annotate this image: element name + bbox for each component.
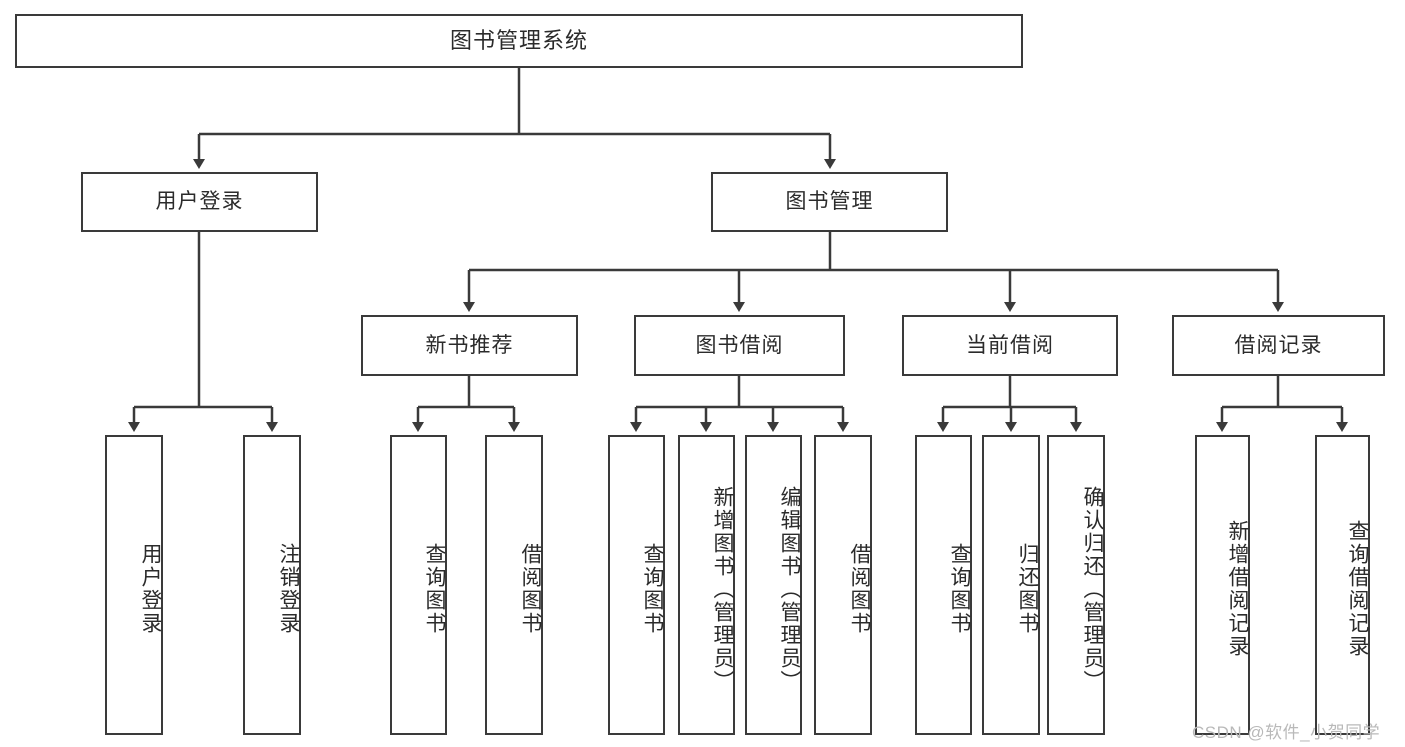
leaf-node[interactable]: 新增图书（管理员） [678,435,735,735]
leaf-node[interactable]: 查询图书 [915,435,972,735]
leaf-node[interactable]: 借阅图书 [814,435,872,735]
leaf-label: 归还图书 [1016,543,1039,635]
leaf-node[interactable]: 查询图书 [390,435,447,735]
leaf-label: 查询图书 [948,543,971,635]
leaf-label: 用户登录 [139,543,162,635]
leaf-label: 查询图书 [641,543,664,635]
leaf-node[interactable]: 查询图书 [608,435,665,735]
node-book-borrow[interactable]: 图书借阅 [634,315,845,376]
node-borrow-record[interactable]: 借阅记录 [1172,315,1385,376]
leaf-label: 借阅图书 [848,543,871,635]
leaf-node[interactable]: 归还图书 [982,435,1040,735]
node-user-login[interactable]: 用户登录 [81,172,318,232]
node-new-book-recommend[interactable]: 新书推荐 [361,315,578,376]
node-current-borrow[interactable]: 当前借阅 [902,315,1118,376]
csdn-watermark: CSDN @软件_小贺同学 [1192,723,1381,742]
leaf-label: 查询借阅记录 [1346,520,1369,658]
node-book-management[interactable]: 图书管理 [711,172,948,232]
leaf-label: 编辑图书（管理员） [778,485,801,693]
leaf-label: 借阅图书 [519,543,542,635]
leaf-node[interactable]: 确认归还（管理员） [1047,435,1105,735]
leaf-label: 确认归还（管理员） [1081,485,1104,693]
leaf-label: 新增图书（管理员） [711,485,734,693]
leaf-node[interactable]: 查询借阅记录 [1315,435,1370,735]
leaf-label: 注销登录 [277,543,300,635]
leaf-label: 新增借阅记录 [1226,520,1249,658]
leaf-node[interactable]: 注销登录 [243,435,301,735]
node-root-system[interactable]: 图书管理系统 [15,14,1023,68]
leaf-node[interactable]: 新增借阅记录 [1195,435,1250,735]
leaf-node[interactable]: 借阅图书 [485,435,543,735]
leaf-node[interactable]: 编辑图书（管理员） [745,435,802,735]
leaf-node[interactable]: 用户登录 [105,435,163,735]
leaf-label: 查询图书 [423,543,446,635]
